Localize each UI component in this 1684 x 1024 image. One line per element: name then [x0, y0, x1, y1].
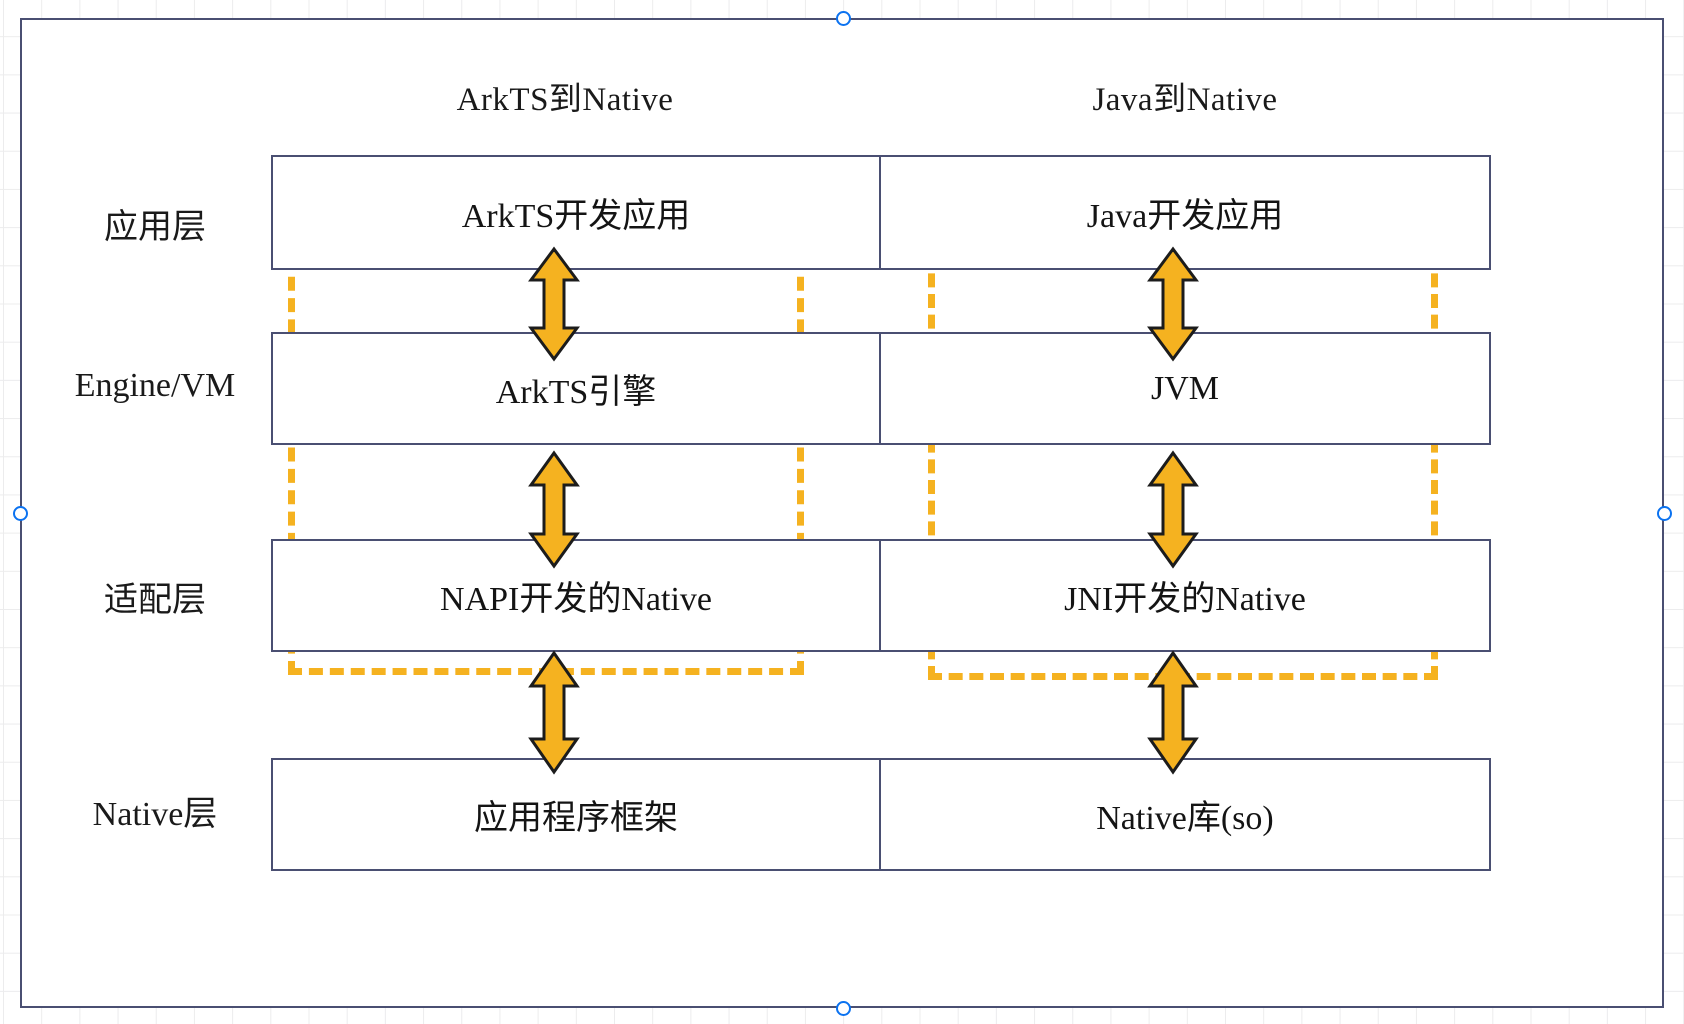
arrow-arkts-app-to-engine[interactable]: [519, 246, 589, 362]
arrow-arkts-engine-to-napi[interactable]: [519, 450, 589, 569]
selection-handle-top-center[interactable]: [836, 11, 851, 26]
box-napi-native[interactable]: NAPI开发的Native: [271, 539, 881, 652]
layer-row-engine-vm: ArkTS引擎 JVM: [271, 332, 1491, 445]
arrow-napi-to-framework[interactable]: [519, 650, 589, 775]
layer-row-adaptation: NAPI开发的Native JNI开发的Native: [271, 539, 1491, 652]
layer-row-native: 应用程序框架 Native库(so): [271, 758, 1491, 871]
layer-row-application: ArkTS开发应用 Java开发应用: [271, 155, 1491, 270]
row-label-application-layer: 应用层: [104, 209, 206, 246]
box-jni-native[interactable]: JNI开发的Native: [881, 539, 1491, 652]
box-jvm[interactable]: JVM: [881, 332, 1491, 445]
box-arkts-engine[interactable]: ArkTS引擎: [271, 332, 881, 445]
group-title-java: Java到Native: [1092, 82, 1278, 118]
row-label-engine-vm: Engine/VM: [74, 367, 236, 404]
arrow-java-app-to-jvm[interactable]: [1138, 246, 1208, 362]
box-native-lib[interactable]: Native库(so): [881, 758, 1491, 871]
selection-handle-left-middle[interactable]: [13, 506, 28, 521]
row-label-native-layer: Native层: [92, 796, 218, 833]
row-label-adaptation-layer: 适配层: [104, 582, 206, 619]
group-title-arkts: ArkTS到Native: [456, 82, 674, 118]
selection-handle-right-middle[interactable]: [1657, 506, 1672, 521]
arrow-jni-to-nativelib[interactable]: [1138, 650, 1208, 775]
box-app-framework[interactable]: 应用程序框架: [271, 758, 881, 871]
arrow-jvm-to-jni[interactable]: [1138, 450, 1208, 569]
selection-handle-bottom-center[interactable]: [836, 1001, 851, 1016]
